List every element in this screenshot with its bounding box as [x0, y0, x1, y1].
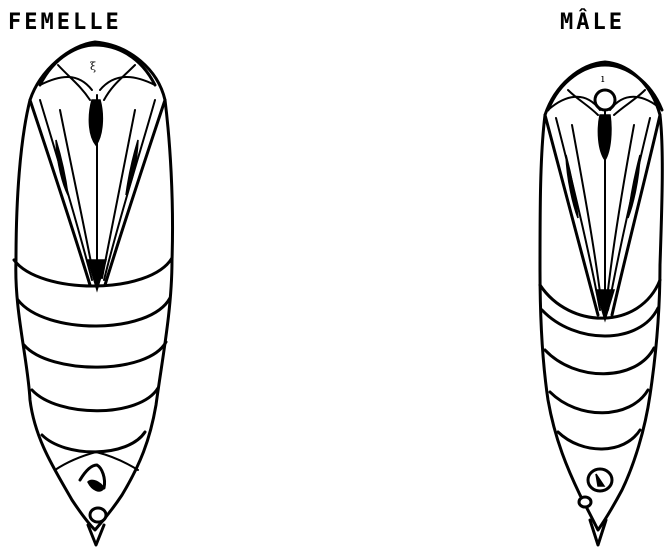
- male-genital-pore: [579, 469, 612, 545]
- svg-text:ı: ı: [601, 72, 605, 85]
